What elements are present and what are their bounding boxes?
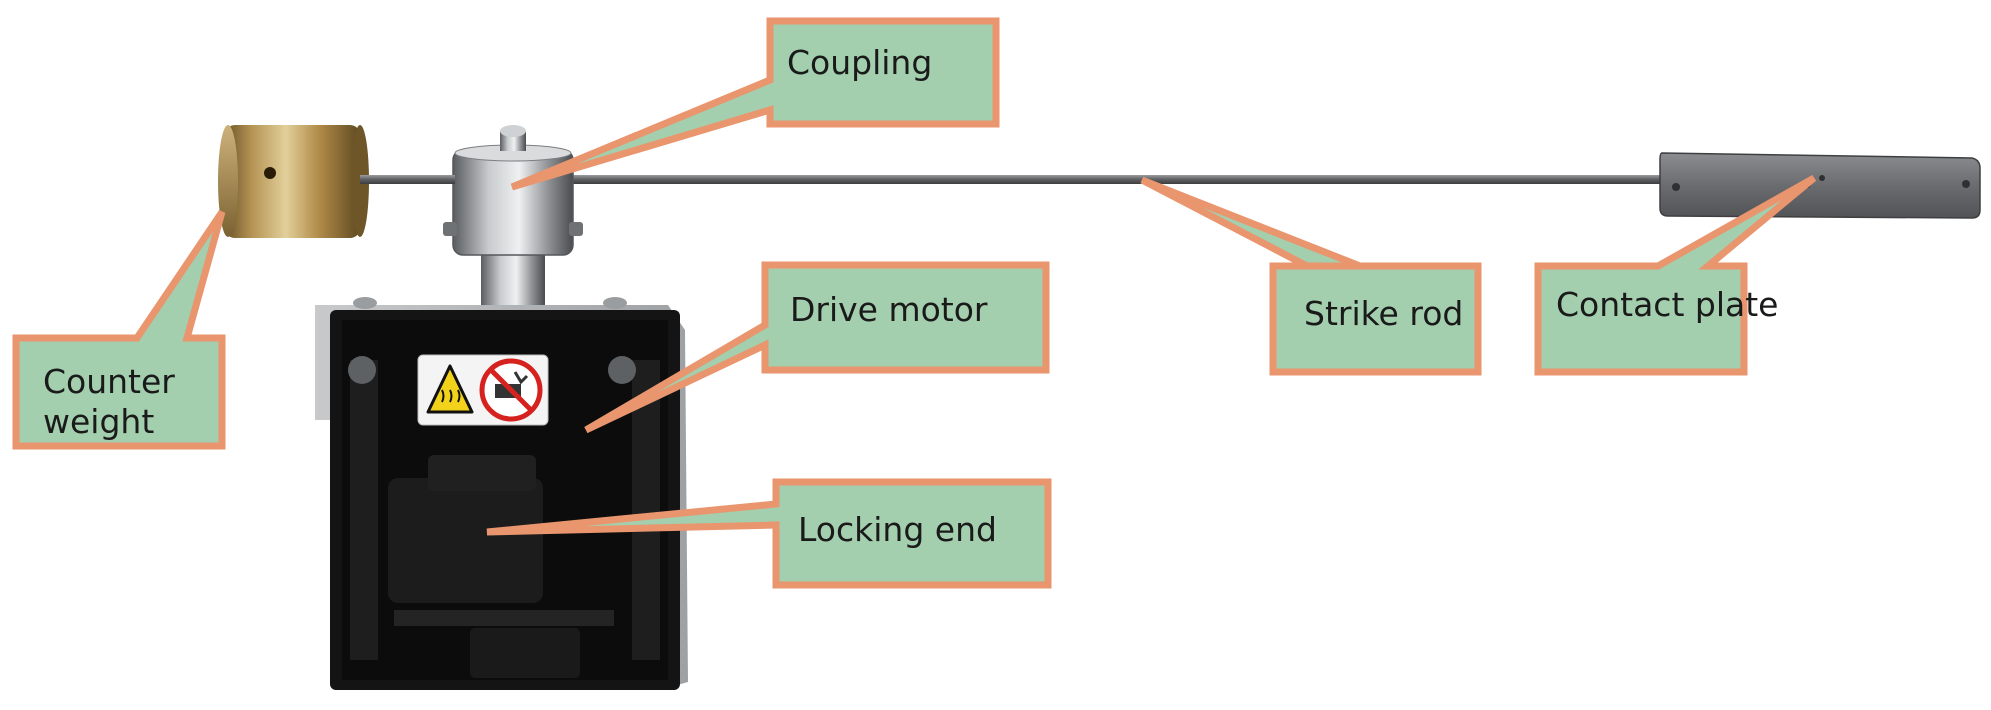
hot-surface-warning-icon	[426, 364, 474, 414]
label-counter-weight-line1: Counter	[43, 362, 175, 401]
label-strike-rod: Strike rod	[1304, 294, 1463, 333]
strike-rod	[345, 175, 1665, 184]
label-contact-plate: Contact plate	[1556, 285, 1778, 324]
callout-counter-weight	[12, 210, 226, 450]
callout-contact-plate	[1534, 174, 1817, 376]
callouts	[12, 17, 1817, 589]
label-locking-end: Locking end	[798, 510, 997, 549]
coupling-block	[360, 125, 583, 256]
device-illustration	[218, 125, 1981, 690]
label-coupling: Coupling	[787, 43, 932, 82]
callout-labels: Coupling Counter weight Drive motor Lock…	[43, 43, 1778, 549]
callout-locking-end	[486, 478, 1052, 589]
label-drive-motor: Drive motor	[790, 290, 988, 329]
contact-plate	[1659, 152, 1981, 219]
callout-strike-rod	[1140, 176, 1482, 376]
callout-drive-motor	[584, 261, 1050, 434]
label-counter-weight-line2: weight	[43, 402, 154, 441]
no-hands-prohibition-icon	[479, 358, 543, 422]
drive-motor-body	[315, 297, 688, 690]
callout-coupling	[510, 17, 1000, 191]
counter-weight	[218, 125, 369, 238]
